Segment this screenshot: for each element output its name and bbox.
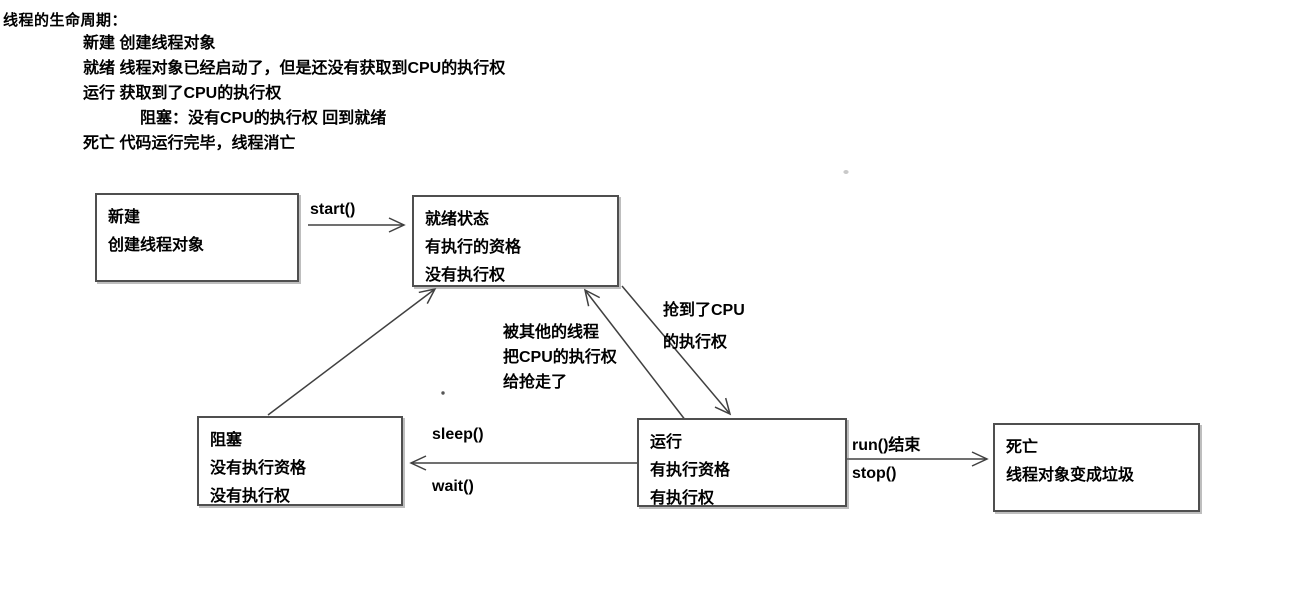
edge-label-preempted-line3: 给抢走了 xyxy=(503,374,568,391)
state-box-ready: 就绪状态 有执行的资格 没有执行权 xyxy=(412,195,619,287)
state-box-ready-desc2: 没有执行权 xyxy=(425,267,506,284)
state-box-dead-desc: 线程对象变成垃圾 xyxy=(1006,467,1135,484)
edge-label-preempted-line1: 被其他的线程 xyxy=(503,324,600,341)
stray-dot xyxy=(441,391,445,395)
state-box-new-desc: 创建线程对象 xyxy=(108,237,205,254)
state-box-blocked-title: 阻塞 xyxy=(210,432,243,449)
state-box-running-title: 运行 xyxy=(650,434,683,451)
edge-label-sleep: sleep() xyxy=(432,426,484,443)
state-box-new: 新建 创建线程对象 xyxy=(95,193,299,282)
faint-dot xyxy=(843,170,849,174)
edge-label-grab-cpu: 抢到了CPU 的执行权 xyxy=(663,295,745,359)
desc-line-running: 运行 获取到了CPU的执行权 xyxy=(83,85,282,102)
state-box-ready-title: 就绪状态 xyxy=(425,211,490,228)
state-box-running: 运行 有执行资格 有执行权 xyxy=(637,418,847,507)
edge-label-preempted: 被其他的线程 把CPU的执行权 给抢走了 xyxy=(503,320,617,395)
edge-label-preempted-line2: 把CPU的执行权 xyxy=(503,349,617,366)
state-box-blocked-desc1: 没有执行资格 xyxy=(210,460,307,477)
page-title: 线程的生命周期： xyxy=(3,12,128,29)
state-box-running-desc2: 有执行权 xyxy=(650,490,715,507)
edge-label-run-end: run()结束 xyxy=(852,437,921,454)
edge-label-grab-cpu-line2: 的执行权 xyxy=(663,334,728,351)
desc-line-blocked: 阻塞：没有CPU的执行权 回到就绪 xyxy=(140,110,387,127)
state-box-blocked-desc2: 没有执行权 xyxy=(210,488,291,505)
desc-line-ready: 就绪 线程对象已经启动了，但是还没有获取到CPU的执行权 xyxy=(83,60,506,77)
desc-line-dead: 死亡 代码运行完毕，线程消亡 xyxy=(83,135,296,152)
state-box-new-title: 新建 xyxy=(108,209,141,226)
state-box-blocked: 阻塞 没有执行资格 没有执行权 xyxy=(197,416,403,506)
edge-label-start: start() xyxy=(310,201,356,218)
edge-blocked-to-ready xyxy=(267,287,437,416)
state-box-dead-title: 死亡 xyxy=(1006,439,1039,456)
state-box-running-desc1: 有执行资格 xyxy=(650,462,731,479)
edge-label-wait: wait() xyxy=(432,478,474,495)
edge-label-grab-cpu-line1: 抢到了CPU xyxy=(663,302,745,319)
edge-label-stop: stop() xyxy=(852,465,897,482)
desc-line-new: 新建 创建线程对象 xyxy=(83,35,216,52)
state-box-ready-desc1: 有执行的资格 xyxy=(425,239,522,256)
lifecycle-description: 新建 创建线程对象 就绪 线程对象已经启动了，但是还没有获取到CPU的执行权 运… xyxy=(83,31,505,156)
state-box-dead: 死亡 线程对象变成垃圾 xyxy=(993,423,1200,512)
